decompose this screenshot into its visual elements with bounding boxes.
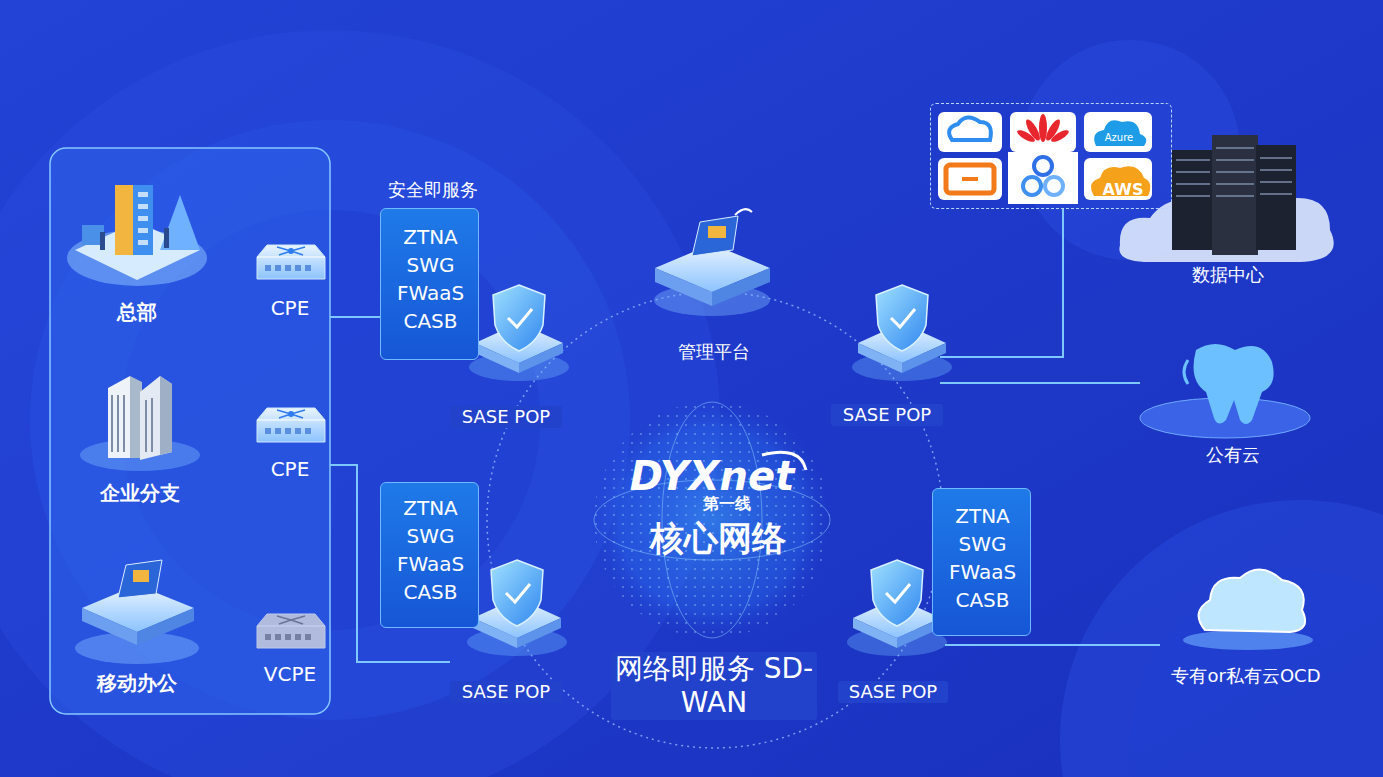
node-label: 移动办公 (77, 671, 197, 695)
service-box: ZTNA SWG FWaaS CASB (380, 482, 479, 628)
node-label: SASE POP (450, 681, 562, 703)
management-platform (654, 209, 770, 316)
vcpe-symbol (257, 614, 325, 648)
node-label: CPE (253, 296, 327, 320)
node-label: 企业分支 (90, 481, 190, 505)
site-node: 移动办公 (70, 555, 210, 700)
connector (940, 382, 1140, 384)
datacenter-node: 数据中心 (1120, 128, 1335, 288)
mobile-office (75, 560, 199, 664)
node-label: 安全即服务 (373, 179, 493, 201)
pop-node: SASE POP (450, 555, 560, 705)
node-label: ZTNA SWG FWaaS CASB (390, 494, 472, 606)
site-node: 总部 (62, 168, 212, 326)
node-label: ZTNA SWG FWaaS CASB (390, 223, 472, 335)
node-label: 第一线 (687, 494, 767, 513)
cloud-node: 专有or私有云OCD (1160, 565, 1336, 690)
service-box: 安全即服务ZTNA SWG FWaaS CASB (380, 208, 479, 360)
data-center (1119, 135, 1333, 262)
node-label: 公有云 (1178, 444, 1288, 466)
platform-node: 管理平台 (650, 210, 775, 365)
public-cloud-icon (1140, 344, 1310, 438)
node-label: SASE POP (450, 406, 562, 428)
node-label: 核心网络 (618, 518, 818, 559)
cloud-node: 公有云 (1140, 338, 1310, 468)
pop-node: SASE POP (840, 555, 945, 703)
device-node: CPE (252, 240, 330, 320)
connector (945, 644, 1160, 646)
node-label: DYXnet (612, 452, 812, 500)
globe (588, 396, 836, 644)
cloud-vendor-logos (938, 112, 1152, 204)
cloud-logo-box: AzureAWS (930, 103, 1172, 209)
node-label: SASE POP (838, 681, 948, 703)
background-rings (0, 30, 1383, 777)
node-label: SASE POP (831, 404, 943, 426)
node-label: AWS (1098, 180, 1148, 199)
pop-node: SASE POP (450, 285, 560, 430)
device-node: CPE (252, 400, 330, 480)
device-node: VCPE (248, 608, 336, 686)
node-label: 专有or私有云OCD (1159, 665, 1333, 687)
pop-node: SASE POP (830, 285, 940, 427)
core-network: DYXnet第一线核心网络网络即服务 SD-WAN (585, 400, 845, 720)
private-cloud-icon (1183, 569, 1313, 650)
node-label: ZTNA SWG FWaaS CASB (942, 502, 1024, 614)
service-box: ZTNA SWG FWaaS CASB (932, 488, 1031, 636)
hq-building (67, 185, 207, 286)
node-label: Azure (1094, 132, 1144, 144)
node-label: 数据中心 (1168, 264, 1288, 286)
site-node: 企业分支 (90, 368, 190, 508)
connector (940, 209, 1063, 357)
node-label: 总部 (77, 300, 197, 324)
node-label: 网络即服务 SD-WAN (611, 652, 817, 720)
node-label: 管理平台 (659, 341, 769, 363)
node-label: VCPE (248, 662, 332, 686)
branch-building (80, 376, 200, 471)
node-label: CPE (253, 457, 327, 481)
connector (330, 316, 380, 318)
site-panel (50, 148, 330, 714)
